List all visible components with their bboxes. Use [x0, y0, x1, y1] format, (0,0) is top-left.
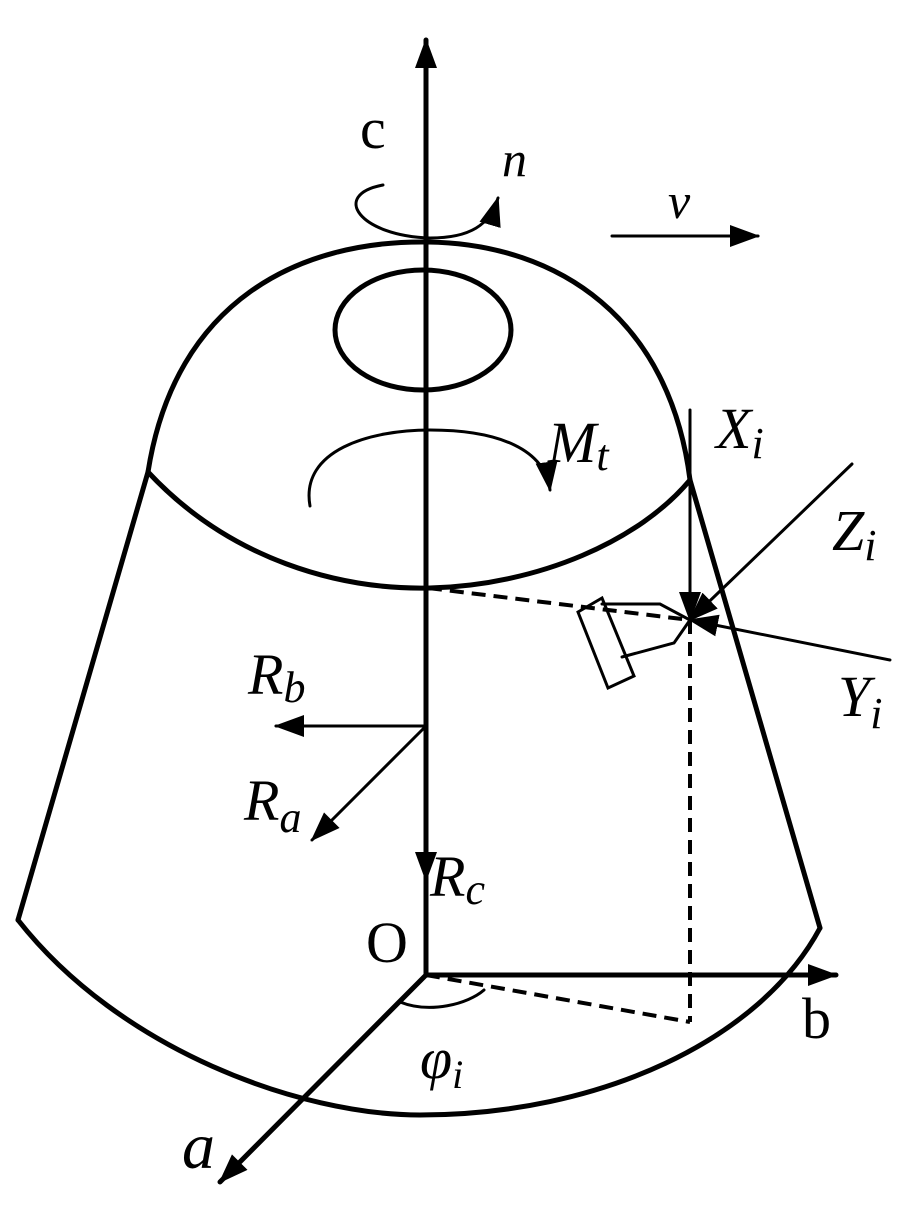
dashed-radius-lower — [425, 973, 691, 1024]
dome-outline — [145, 239, 693, 483]
label-phi: φi — [420, 1026, 463, 1097]
label-zi: Zi — [832, 498, 877, 570]
label-v: v — [668, 173, 691, 229]
top-ellipse — [332, 267, 514, 393]
label-xi: Xi — [714, 396, 764, 468]
rotation-n-arrow — [354, 183, 501, 240]
label-mt: Mt — [547, 410, 610, 480]
zi-force-line — [688, 462, 854, 622]
ra-force-arrow — [310, 724, 428, 842]
label-rc: Rc — [429, 844, 485, 914]
label-origin: O — [366, 910, 408, 975]
left-side-edge — [15, 469, 151, 923]
moment-mt-arrow — [307, 428, 558, 508]
label-n: n — [502, 131, 527, 187]
a-axis — [217, 972, 429, 1185]
right-side-edge — [687, 477, 823, 931]
label-c: c — [360, 96, 386, 161]
bottom-rim-curve — [15, 917, 823, 1118]
label-ra: Ra — [243, 768, 301, 842]
upper-rim-curve — [145, 469, 693, 591]
label-b: b — [802, 986, 831, 1051]
phi-angle-arc — [398, 988, 486, 1009]
yi-force-line — [688, 614, 892, 662]
label-a: a — [182, 1110, 215, 1183]
label-yi: Yi — [838, 664, 883, 738]
label-rb: Rb — [247, 642, 305, 712]
